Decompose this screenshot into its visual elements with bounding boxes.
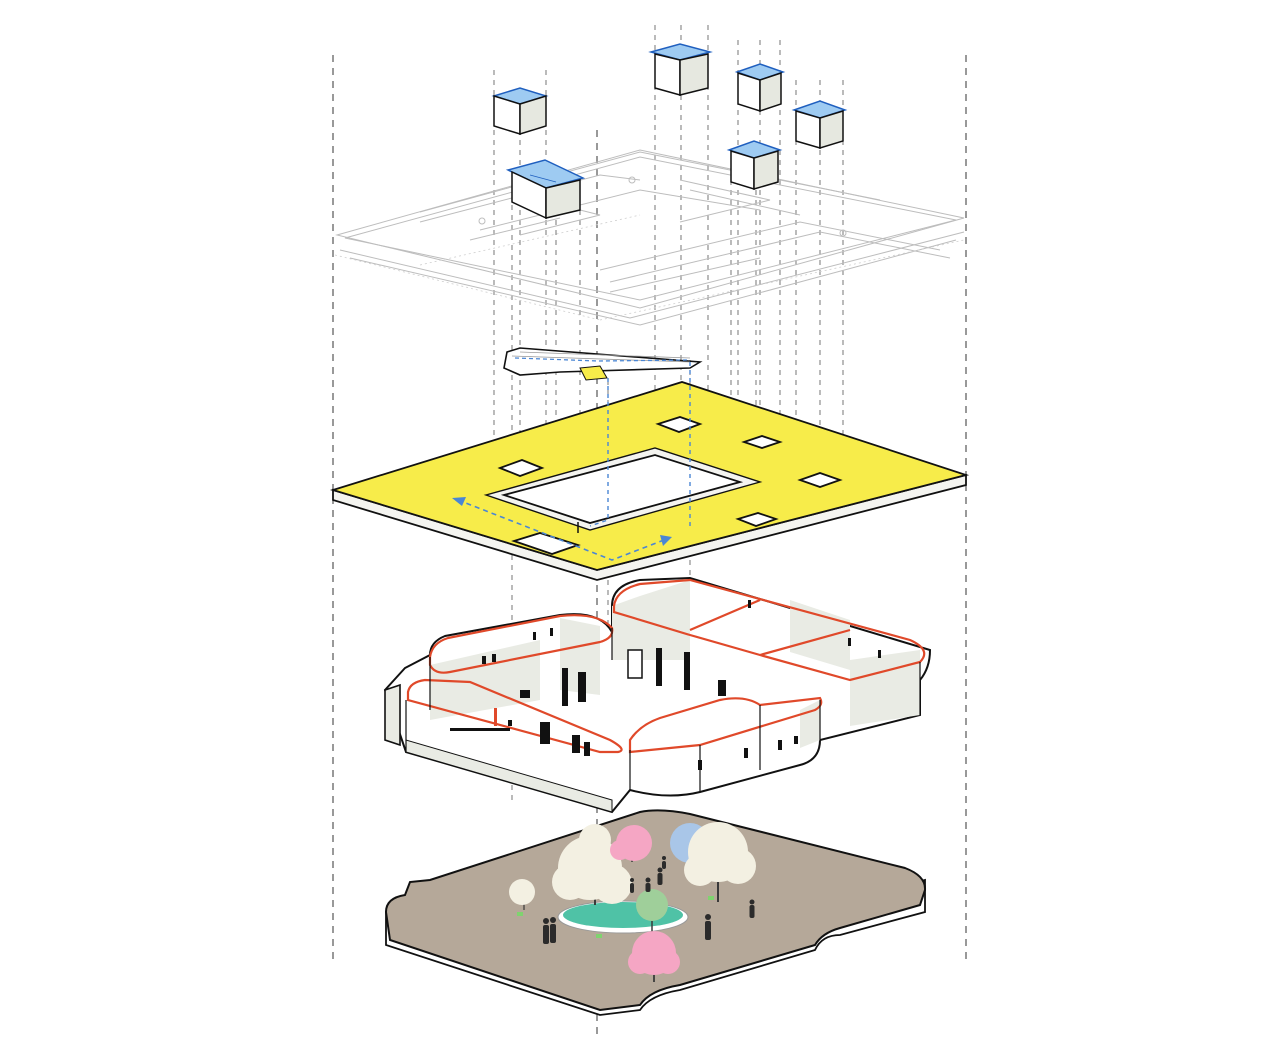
skylight	[726, 140, 783, 191]
skylight	[791, 100, 848, 150]
person-icon	[705, 914, 711, 940]
skylight	[648, 43, 713, 96]
roof-opening	[497, 459, 545, 477]
skylights	[491, 43, 848, 220]
roof-opening	[511, 532, 581, 555]
skylight	[734, 63, 786, 113]
person-icon	[657, 867, 663, 885]
walls	[383, 576, 932, 814]
skylight	[505, 159, 586, 220]
person-icon	[550, 917, 556, 943]
skylight	[491, 87, 549, 136]
structure-frame	[334, 149, 965, 326]
tree-icon	[509, 879, 535, 910]
tree-icon	[684, 822, 756, 902]
person-icon	[645, 877, 651, 892]
roof-opening	[797, 472, 843, 488]
stair-ramp	[503, 347, 703, 381]
person-icon	[630, 878, 634, 893]
tree-icon	[636, 889, 668, 932]
tree-icon	[610, 825, 652, 862]
wall-openings	[450, 600, 881, 770]
tree-icon	[628, 931, 680, 982]
arrow-icon	[452, 362, 691, 561]
trees	[509, 822, 756, 982]
roof-opening	[741, 435, 783, 449]
person-icon	[749, 899, 755, 918]
people	[543, 856, 755, 944]
person-icon	[543, 918, 549, 944]
roof-slab	[329, 362, 970, 581]
tree-icon	[552, 824, 632, 905]
roof-opening	[735, 512, 779, 527]
person-icon	[662, 856, 666, 869]
